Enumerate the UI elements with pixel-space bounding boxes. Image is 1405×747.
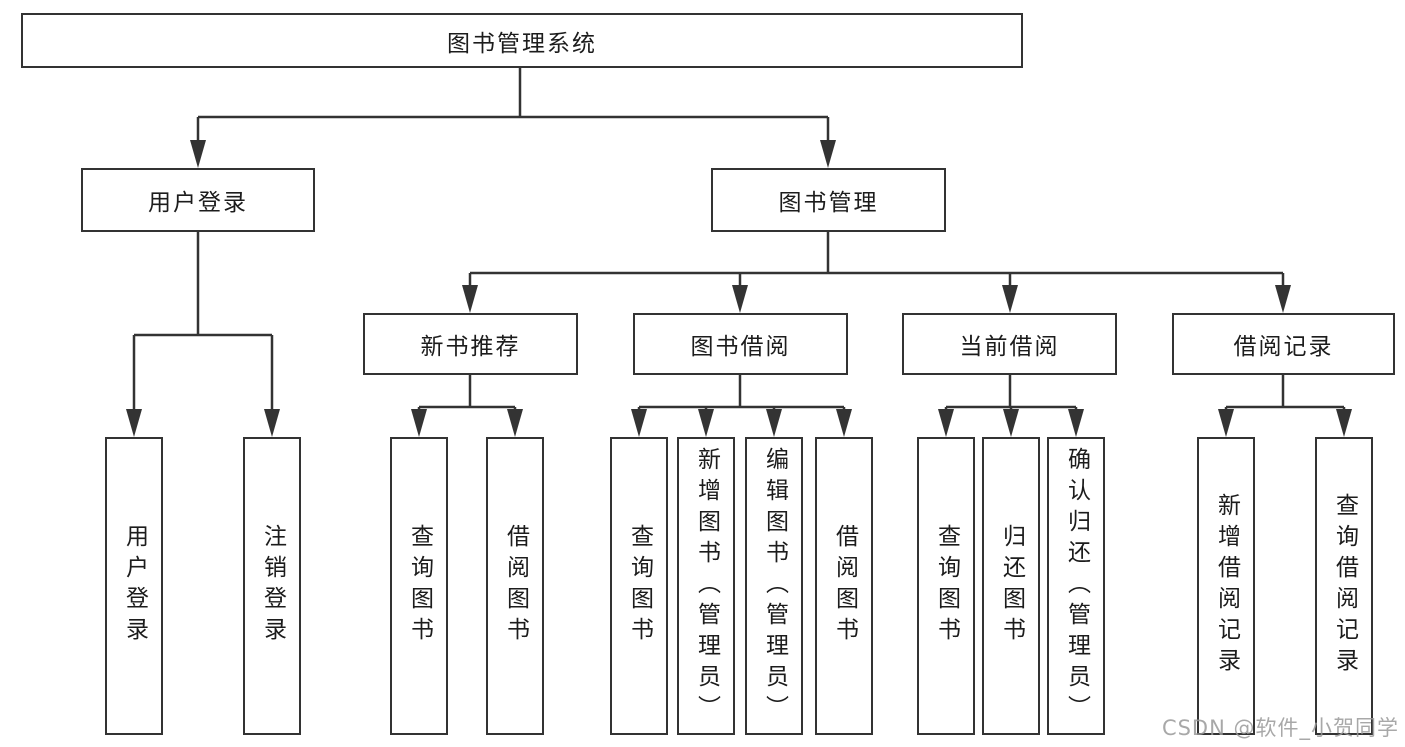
node-root-label: 图书管理系统 xyxy=(447,30,597,57)
node-leaf-user-login: 用户登录 xyxy=(105,437,163,735)
edge-book-management-to-level3 xyxy=(462,232,1291,313)
node-leaf-borrow-books-label: 借阅图书 xyxy=(831,524,858,648)
node-book-management-label: 图书管理 xyxy=(778,190,879,216)
node-user-login-label: 用户登录 xyxy=(148,190,248,216)
node-leaf-add-books-admin: 新增图书（管理员） xyxy=(677,437,735,735)
edge-user-login-to-leaves xyxy=(126,232,280,437)
node-leaf-query-books-current-label: 查询图书 xyxy=(933,524,960,648)
node-leaf-query-books-borrow-label: 查询图书 xyxy=(626,524,653,648)
node-borrow-records: 借阅记录 xyxy=(1172,313,1395,375)
edge-new-book-recommend-to-leaves xyxy=(411,375,523,437)
node-book-borrow: 图书借阅 xyxy=(633,313,848,375)
node-leaf-confirm-return-admin: 确认归还（管理员） xyxy=(1047,437,1105,735)
node-leaf-query-books-recommend-label: 查询图书 xyxy=(406,524,433,648)
node-leaf-edit-books-admin: 编辑图书（管理员） xyxy=(745,437,803,735)
node-leaf-borrow-books-recommend-label: 借阅图书 xyxy=(502,524,529,648)
node-leaf-query-books-borrow: 查询图书 xyxy=(610,437,668,735)
node-leaf-borrow-books-recommend: 借阅图书 xyxy=(486,437,544,735)
node-leaf-user-login-label: 用户登录 xyxy=(121,524,148,648)
node-user-login: 用户登录 xyxy=(81,168,315,232)
node-leaf-query-borrow-record: 查询借阅记录 xyxy=(1315,437,1373,735)
node-leaf-query-books-recommend: 查询图书 xyxy=(390,437,448,735)
node-leaf-add-books-admin-label: 新增图书（管理员） xyxy=(693,446,720,726)
edge-root-to-level2 xyxy=(190,68,836,168)
node-leaf-logout: 注销登录 xyxy=(243,437,301,735)
node-book-management: 图书管理 xyxy=(711,168,946,232)
node-leaf-add-borrow-record: 新增借阅记录 xyxy=(1197,437,1255,735)
node-new-book-recommend-label: 新书推荐 xyxy=(420,334,521,360)
node-current-borrow-label: 当前借阅 xyxy=(959,334,1060,360)
node-leaf-confirm-return-admin-label: 确认归还（管理员） xyxy=(1063,446,1090,726)
watermark: CSDN @软件_小贺同学 xyxy=(1161,716,1399,740)
node-borrow-records-label: 借阅记录 xyxy=(1233,334,1334,360)
node-root: 图书管理系统 xyxy=(21,13,1023,68)
node-leaf-query-books-current: 查询图书 xyxy=(917,437,975,735)
edge-book-borrow-to-leaves xyxy=(631,375,852,437)
edge-current-borrow-to-leaves xyxy=(938,375,1084,437)
node-leaf-return-books: 归还图书 xyxy=(982,437,1040,735)
node-leaf-borrow-books: 借阅图书 xyxy=(815,437,873,735)
node-new-book-recommend: 新书推荐 xyxy=(363,313,578,375)
node-leaf-edit-books-admin-label: 编辑图书（管理员） xyxy=(761,446,788,726)
node-book-borrow-label: 图书借阅 xyxy=(690,334,791,360)
node-leaf-query-borrow-record-label: 查询借阅记录 xyxy=(1331,493,1358,679)
edge-borrow-records-to-leaves xyxy=(1218,375,1352,437)
node-current-borrow: 当前借阅 xyxy=(902,313,1117,375)
node-leaf-add-borrow-record-label: 新增借阅记录 xyxy=(1213,493,1240,679)
node-leaf-return-books-label: 归还图书 xyxy=(998,524,1025,648)
node-leaf-logout-label: 注销登录 xyxy=(259,524,286,648)
